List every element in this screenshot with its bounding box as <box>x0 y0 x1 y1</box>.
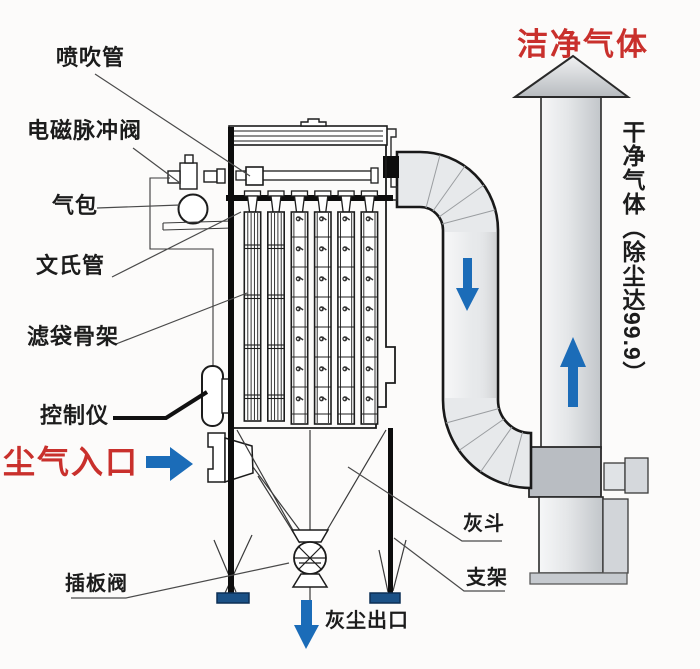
blow-pipe-label: 喷吹管 <box>56 45 126 70</box>
air-bag-label: 气包 <box>52 193 99 218</box>
controller-label: 控制仪 <box>40 403 110 428</box>
outlet-down-arrow-icon <box>294 600 319 649</box>
filter-bags <box>243 211 377 424</box>
stack-duct-connector <box>528 446 602 498</box>
solenoid-pulse-valve <box>179 162 198 190</box>
right-leg <box>388 428 393 593</box>
support-label: 支架 <box>466 567 508 589</box>
bag-cage-label: 滤袋骨架 <box>27 324 120 349</box>
stack-up-arrow-icon <box>560 337 586 407</box>
controller-leader-line <box>113 390 209 420</box>
left-leg <box>228 127 234 593</box>
stack-base-plate <box>529 572 628 585</box>
slide-valve-label: 插板阀 <box>65 573 128 595</box>
tube-sheet <box>226 195 393 201</box>
ash-hopper-label: 灰斗 <box>463 513 505 535</box>
pulse-system <box>167 154 226 225</box>
air-tank-circle <box>177 193 209 225</box>
stack-cap-cone <box>511 54 632 98</box>
duct-down-arrow-icon <box>456 258 479 311</box>
clean-gas-title: 洁净气体 <box>517 27 649 62</box>
chimney-stack <box>511 54 649 585</box>
left-foot-pad <box>216 592 250 604</box>
venturi-label: 文氏管 <box>36 253 106 278</box>
leader-lines <box>71 73 505 599</box>
filter-housing <box>226 118 396 429</box>
right-foot-pad <box>369 592 401 604</box>
mounting-frame <box>149 177 233 366</box>
duct-gore-lines <box>425 154 523 486</box>
dusty-gas-inlet-label: 尘气入口 <box>3 444 140 480</box>
lid-handle <box>300 118 327 127</box>
dust-outlet-label: 灰尘出口 <box>325 610 409 632</box>
inlet-flow-arrow-icon <box>146 447 193 481</box>
controller-box <box>201 365 224 427</box>
outlet-s-duct <box>383 128 533 490</box>
duct-inlet-connector <box>383 156 399 178</box>
stack-side-nub <box>624 457 649 494</box>
pulse-valve-label: 电磁脉冲阀 <box>27 118 143 143</box>
stack-efficiency-note: 干净气体（除尘达99.9） <box>619 120 645 385</box>
rotary-discharge-valve <box>290 529 330 588</box>
